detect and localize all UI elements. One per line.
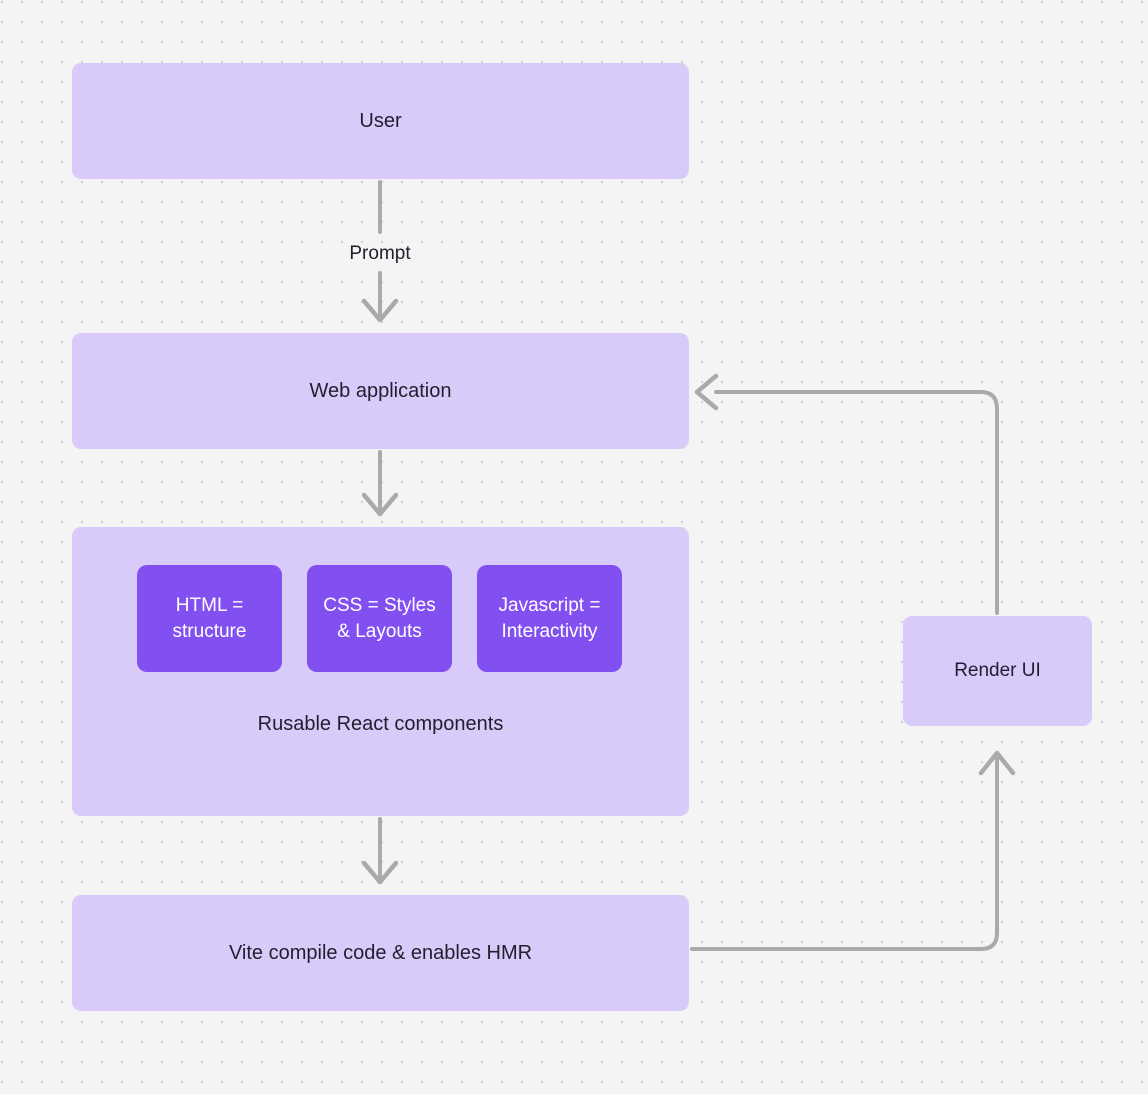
- node-user-label: User: [359, 109, 402, 132]
- edge-vite-to-render: [690, 750, 1016, 951]
- node-user[interactable]: User: [72, 63, 689, 179]
- edge-render-to-webapp: [694, 373, 999, 615]
- node-css-label: CSS = Styles & Layouts: [323, 595, 436, 642]
- node-render-ui-label: Render UI: [954, 660, 1041, 682]
- edge-webapp-to-components: [361, 450, 399, 517]
- edge-components-to-vite: [361, 817, 399, 885]
- node-html[interactable]: HTML = structure: [137, 565, 282, 672]
- node-html-label: HTML = structure: [172, 595, 247, 642]
- node-css[interactable]: CSS = Styles & Layouts: [307, 565, 452, 672]
- node-vite-label: Vite compile code & enables HMR: [228, 941, 533, 964]
- node-vite[interactable]: Vite compile code & enables HMR: [72, 895, 689, 1011]
- node-web-application[interactable]: Web application: [72, 333, 689, 449]
- node-javascript[interactable]: Javascript = Interactivity: [477, 565, 622, 672]
- node-web-application-label: Web application: [309, 379, 452, 402]
- edge-label-prompt: Prompt: [312, 243, 448, 265]
- node-render-ui[interactable]: Render UI: [903, 616, 1092, 726]
- node-javascript-label: Javascript = Interactivity: [498, 595, 601, 642]
- node-react-components-caption: Rusable React components: [257, 713, 504, 735]
